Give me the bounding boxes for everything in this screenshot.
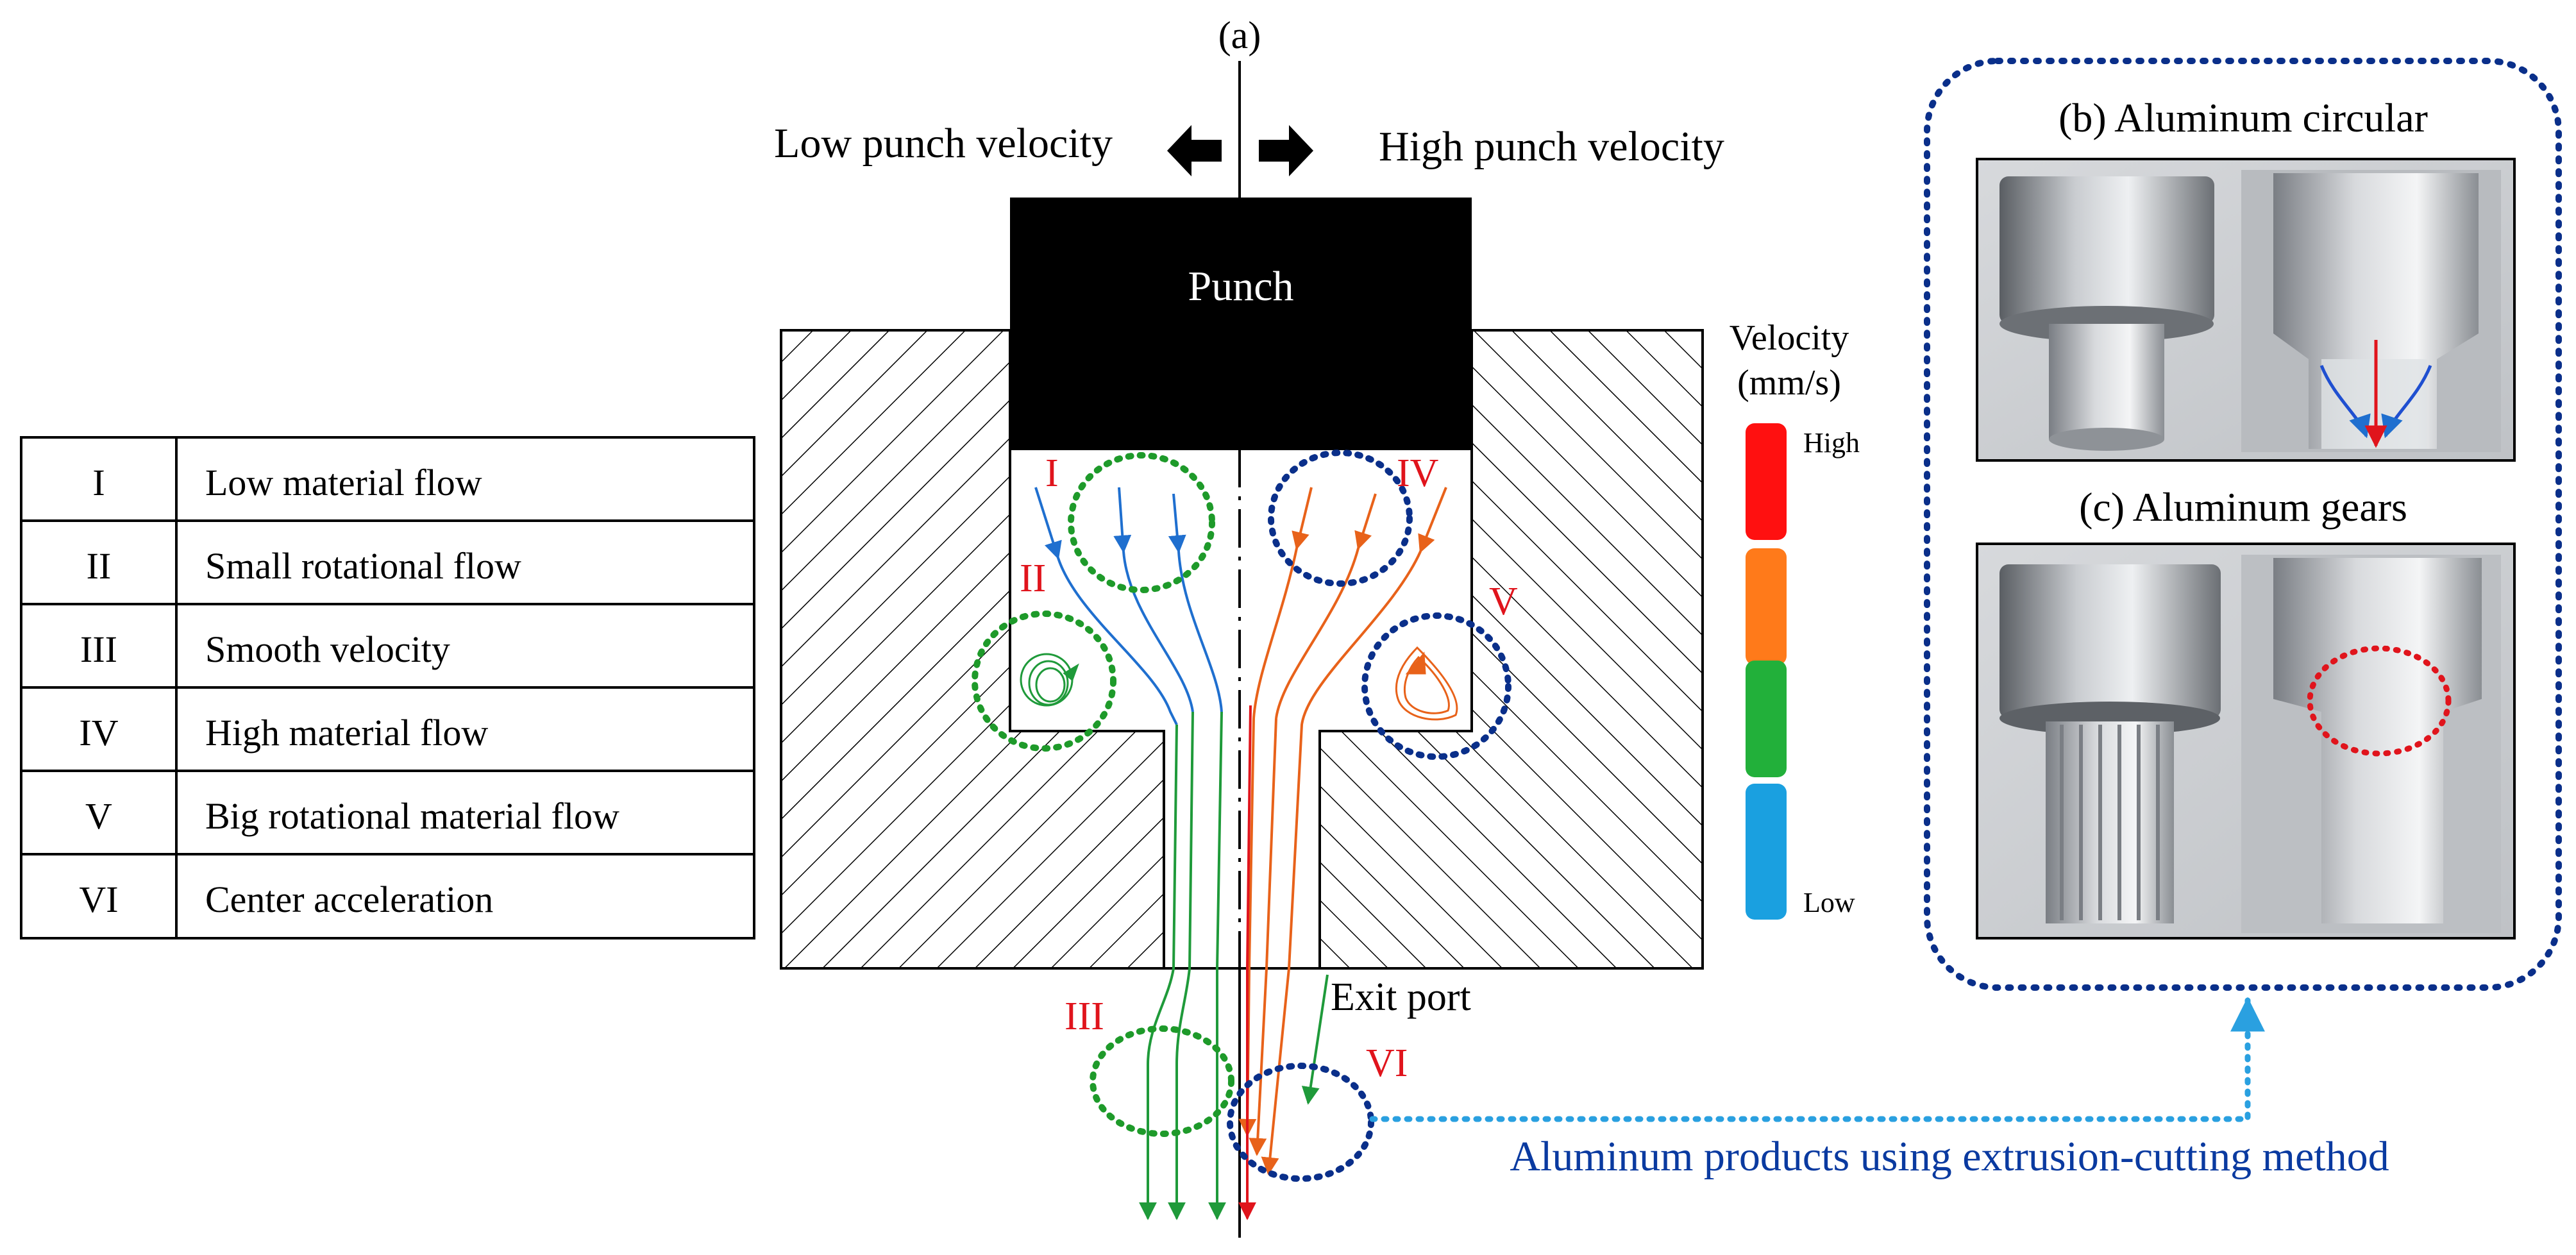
figure-label-a: (a) xyxy=(1218,14,1261,56)
dotted-circles xyxy=(972,450,1511,1182)
region-label-IV: IV xyxy=(1397,451,1439,495)
velocity-scale: Velocity (mm/s) High Low xyxy=(1730,318,1860,920)
region-label-VI: VI xyxy=(1366,1041,1408,1085)
velocity-title: Velocity xyxy=(1730,318,1849,358)
legend-row-numeral: IV xyxy=(79,712,118,754)
legend-row-numeral: VI xyxy=(79,879,118,920)
velocity-high-label: High xyxy=(1803,427,1860,459)
rotation-loop-orange xyxy=(1395,646,1458,721)
region-label-II: II xyxy=(1020,557,1046,600)
legend-row-description: Smooth velocity xyxy=(205,628,450,670)
velocity-bar-high xyxy=(1746,423,1787,540)
exit-port-label: Exit port xyxy=(1331,975,1471,1019)
gear-dotted-circle xyxy=(2307,645,2452,757)
velocity-bar-mid-low xyxy=(1746,661,1787,777)
legend-row-numeral: I xyxy=(92,462,105,503)
velocity-unit: (mm/s) xyxy=(1737,363,1841,403)
legend-row-numeral: III xyxy=(80,628,117,670)
legend-row-numeral: II xyxy=(87,545,112,587)
products-label: Aluminum products using extrusion-cuttin… xyxy=(1510,1133,2389,1180)
link-connector xyxy=(1369,997,2265,1122)
rotation-loop-green xyxy=(1020,653,1079,707)
circle-V xyxy=(1361,612,1511,760)
circle-IV xyxy=(1268,450,1413,587)
legend-row-numeral: V xyxy=(85,795,112,837)
high-velocity-label: High punch velocity xyxy=(1379,123,1724,170)
velocity-bar-low xyxy=(1746,784,1787,920)
region-label-I: I xyxy=(1045,451,1059,495)
die-body xyxy=(780,329,1704,970)
low-velocity-label: Low punch velocity xyxy=(774,120,1113,167)
flow-lines-orange xyxy=(1252,487,1447,1175)
products-panel xyxy=(1924,58,2562,991)
punch xyxy=(1010,198,1472,449)
right-arrow-icon xyxy=(1259,125,1313,176)
legend-row-description: High material flow xyxy=(205,712,488,754)
velocity-low-label: Low xyxy=(1803,887,1855,918)
region-label-III: III xyxy=(1065,995,1104,1038)
velocity-bar-mid-high xyxy=(1746,548,1787,665)
circle-III xyxy=(1090,1025,1234,1137)
legend-row-description: Small rotational flow xyxy=(205,545,521,587)
photo-aluminum-gears xyxy=(1976,543,2516,939)
flow-lines-green xyxy=(1139,711,1329,1220)
legend-row-description: Big rotational material flow xyxy=(205,795,619,837)
legend-table: I Low material flow II Small rotational … xyxy=(20,436,755,939)
photo-b-title: (b) Aluminum circular xyxy=(2058,95,2428,140)
circle-VI xyxy=(1227,1063,1374,1182)
flow-line-red xyxy=(1238,705,1256,1220)
legend-row-description: Center acceleration xyxy=(205,879,493,920)
region-label-V: V xyxy=(1489,580,1518,623)
circle-II xyxy=(972,611,1116,752)
photo-aluminum-circular xyxy=(1976,158,2516,462)
circle-I xyxy=(1068,452,1215,593)
legend-row-description: Low material flow xyxy=(205,462,482,503)
photo-c-title: (c) Aluminum gears xyxy=(2079,484,2407,530)
left-arrow-icon xyxy=(1167,125,1222,176)
punch-label: Punch xyxy=(1188,263,1294,310)
flow-lines-blue xyxy=(1034,487,1223,725)
